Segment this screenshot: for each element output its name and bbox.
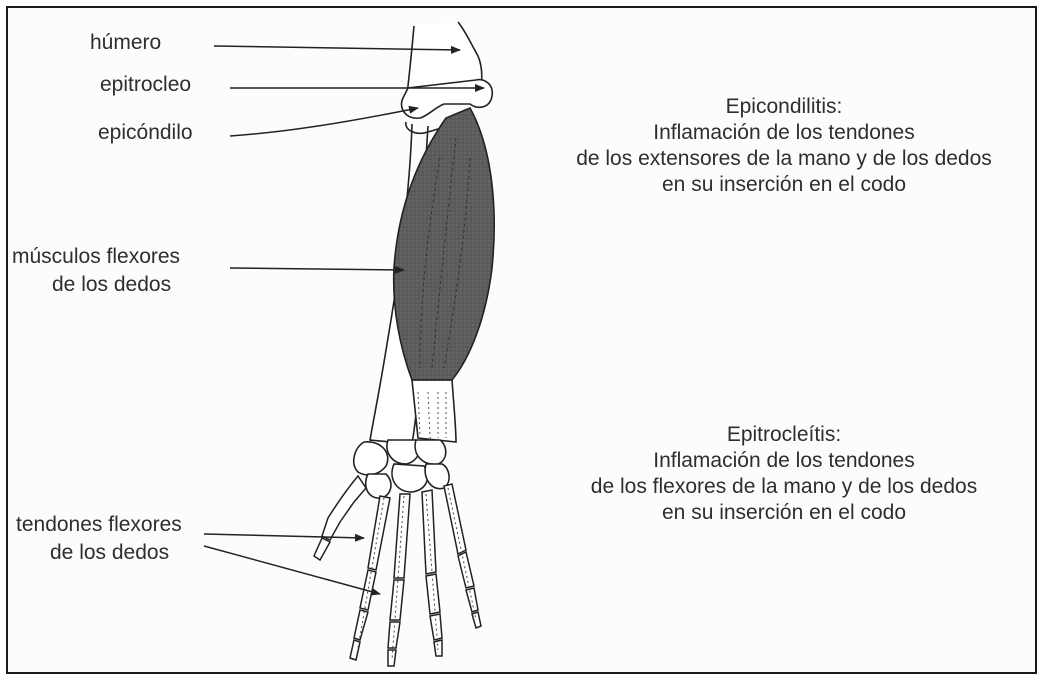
label-epitrocleo: epitrocleo xyxy=(100,73,192,96)
label-musculos-line2: de los dedos xyxy=(52,273,172,296)
label-humero: húmero xyxy=(90,31,162,54)
elbow-joint xyxy=(400,78,494,135)
label-tendones-line2: de los dedos xyxy=(50,541,170,564)
label-tendones-line1: tendones flexores xyxy=(16,513,182,536)
finger-bones xyxy=(313,474,482,667)
epicondilitis-line3: en su inserción en el codo xyxy=(662,173,906,196)
arrow-tendones-2 xyxy=(203,545,381,596)
arrow-humero xyxy=(213,45,461,54)
arrow-musculos xyxy=(229,265,405,274)
epicondilitis-description: Epicondilitis: Inflamación de los tendon… xyxy=(534,94,1034,198)
epitrocleitis-line1: Inflamación de los tendones xyxy=(653,449,915,472)
epicondilitis-title: Epicondilitis: xyxy=(725,95,843,118)
arrow-epicondilo xyxy=(229,105,419,137)
leader-arrows xyxy=(203,45,485,596)
epitrocleitis-description: Epitrocleítis: Inflamación de los tendon… xyxy=(534,422,1034,526)
carpal-bones xyxy=(352,439,450,499)
epitrocleitis-line3: en su inserción en el codo xyxy=(662,501,906,524)
flexor-muscle xyxy=(392,106,495,439)
arrow-tendones-1 xyxy=(203,533,365,542)
label-musculos-line1: músculos flexores xyxy=(12,245,181,268)
label-epicondilo: epicóndilo xyxy=(98,121,193,144)
epicondilitis-line1: Inflamación de los tendones xyxy=(653,121,915,144)
epicondilitis-line2: de los extensores de la mano y de los de… xyxy=(576,147,992,170)
epitrocleitis-line2: de los flexores de la mano y de los dedo… xyxy=(590,475,978,498)
figure-frame: húmero epitrocleo epicóndilo músculos fl… xyxy=(6,6,1037,674)
epitrocleitis-title: Epitrocleítis: xyxy=(726,423,842,446)
forearm-illustration xyxy=(203,21,495,667)
